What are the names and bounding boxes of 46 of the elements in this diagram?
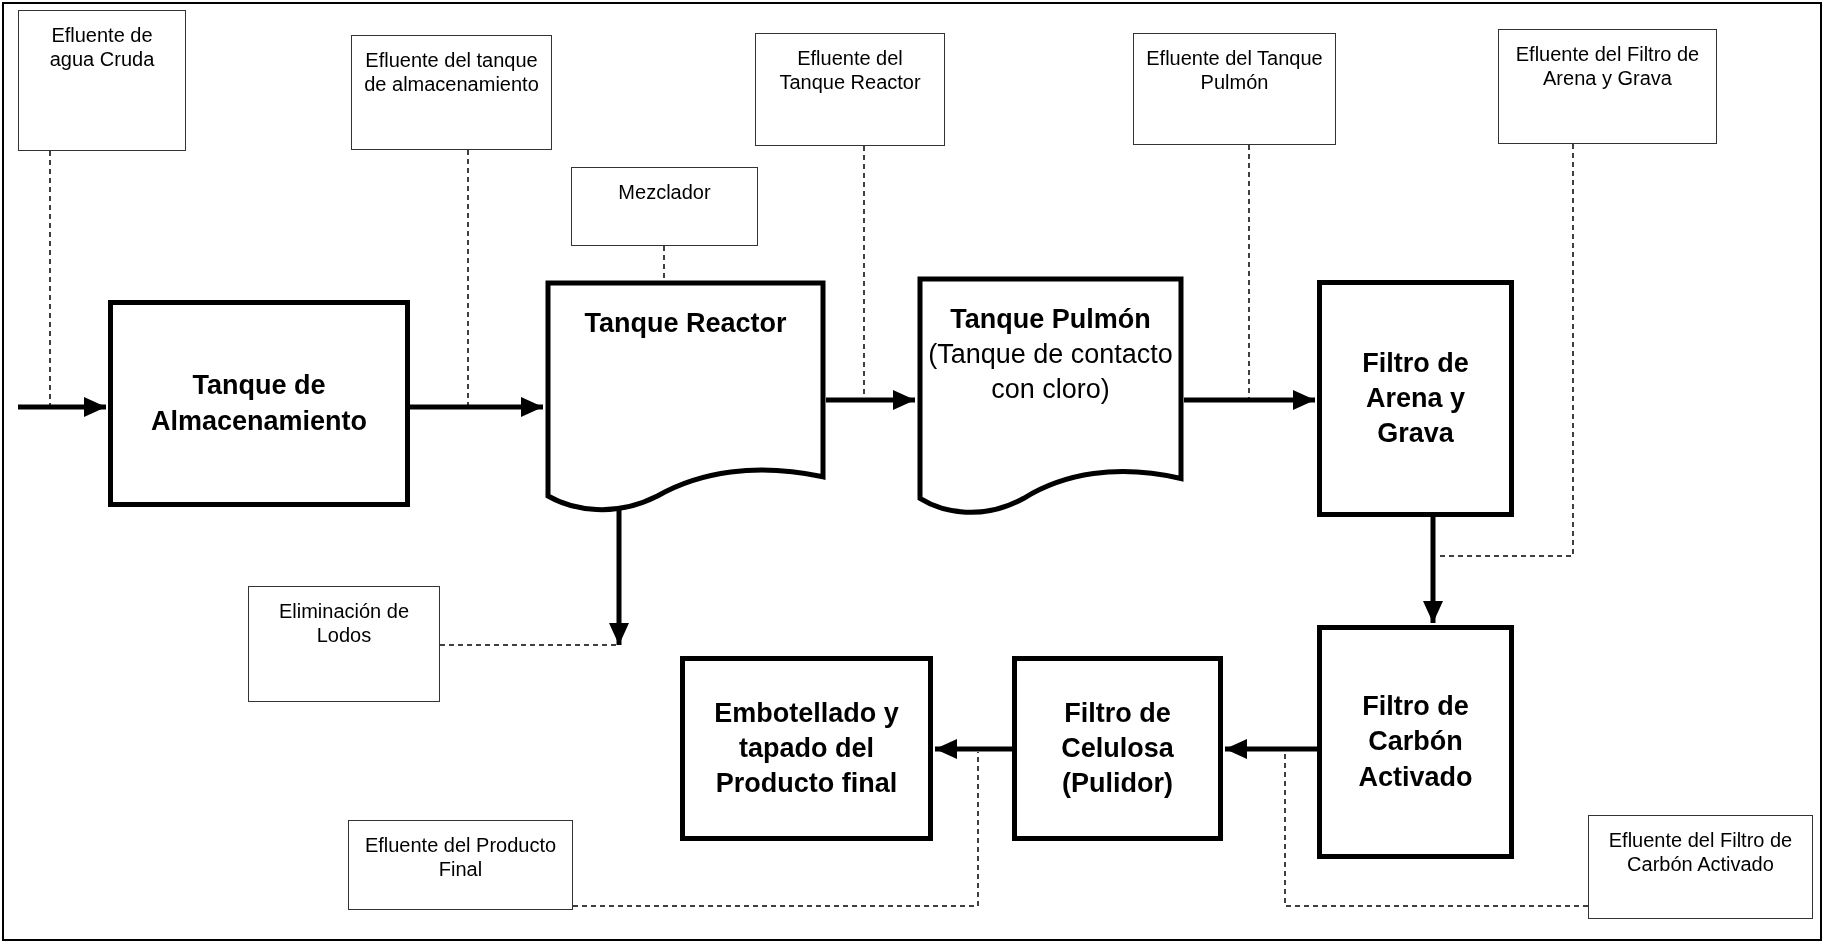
box-label: Efluente del Tanque Pulmón: [1145, 46, 1324, 94]
leader-line: [863, 145, 865, 401]
flow-arrow: [826, 390, 915, 410]
leader-line: [1248, 144, 1250, 401]
sampling-point-box: [755, 33, 945, 146]
sampling-point-box: [351, 35, 552, 150]
box-label: Efluente de agua Cruda: [48, 23, 156, 71]
box-label: Filtro de Celulosa (Pulidor): [1060, 696, 1175, 801]
flow-arrow: [935, 739, 1012, 759]
box-label: Efluente del Filtro de Carbón Activado: [1607, 828, 1794, 876]
flow-arrow: [1423, 517, 1443, 623]
sampling-point-box: [571, 167, 758, 246]
box-label: Efluente del Producto Final: [363, 833, 558, 881]
box-label: Embotellado y tapado del Producto final: [713, 696, 900, 801]
sampling-point-box: [1133, 33, 1336, 145]
leader-line: [1284, 751, 1589, 907]
box-label: Tanque de Almacenamiento: [149, 369, 369, 438]
process-box: [108, 300, 410, 507]
box-label: Filtro de Carbón Activado: [1357, 690, 1474, 794]
box-label: Tanque Pulmón: [950, 303, 1151, 336]
process-box: [1012, 656, 1223, 841]
sampling-point-box: [348, 820, 573, 910]
leader-line: [49, 150, 51, 408]
box-label: Tanque Reactor: [584, 307, 787, 340]
box-label: Efluente del Filtro de Arena y Grava: [1514, 42, 1701, 90]
flow-arrow: [1225, 739, 1317, 759]
leader-line: [572, 751, 979, 907]
box-label: Eliminación de Lodos: [277, 599, 411, 647]
box-label: Mezclador: [618, 180, 711, 204]
box-label: Filtro de Arena y Grava: [1361, 346, 1470, 451]
flow-arrow: [18, 397, 106, 417]
sampling-point-box: [248, 586, 440, 702]
flow-arrow: [410, 397, 543, 417]
box-label: Efluente del tanque de almacenamiento: [363, 48, 540, 96]
leader-line: [439, 644, 618, 646]
box-note: (Tanque de contacto con cloro): [927, 338, 1174, 407]
box-label: Efluente del Tanque Reactor: [778, 46, 922, 94]
leader-line: [467, 149, 469, 408]
process-box: [1317, 280, 1514, 517]
leader-line: [663, 245, 665, 281]
process-box: [680, 656, 933, 841]
process-box: [1317, 625, 1514, 859]
sampling-point-box: [1498, 29, 1717, 144]
flow-arrow: [1184, 390, 1315, 410]
sampling-point-box: [1588, 815, 1813, 919]
sampling-point-box: [18, 10, 186, 151]
